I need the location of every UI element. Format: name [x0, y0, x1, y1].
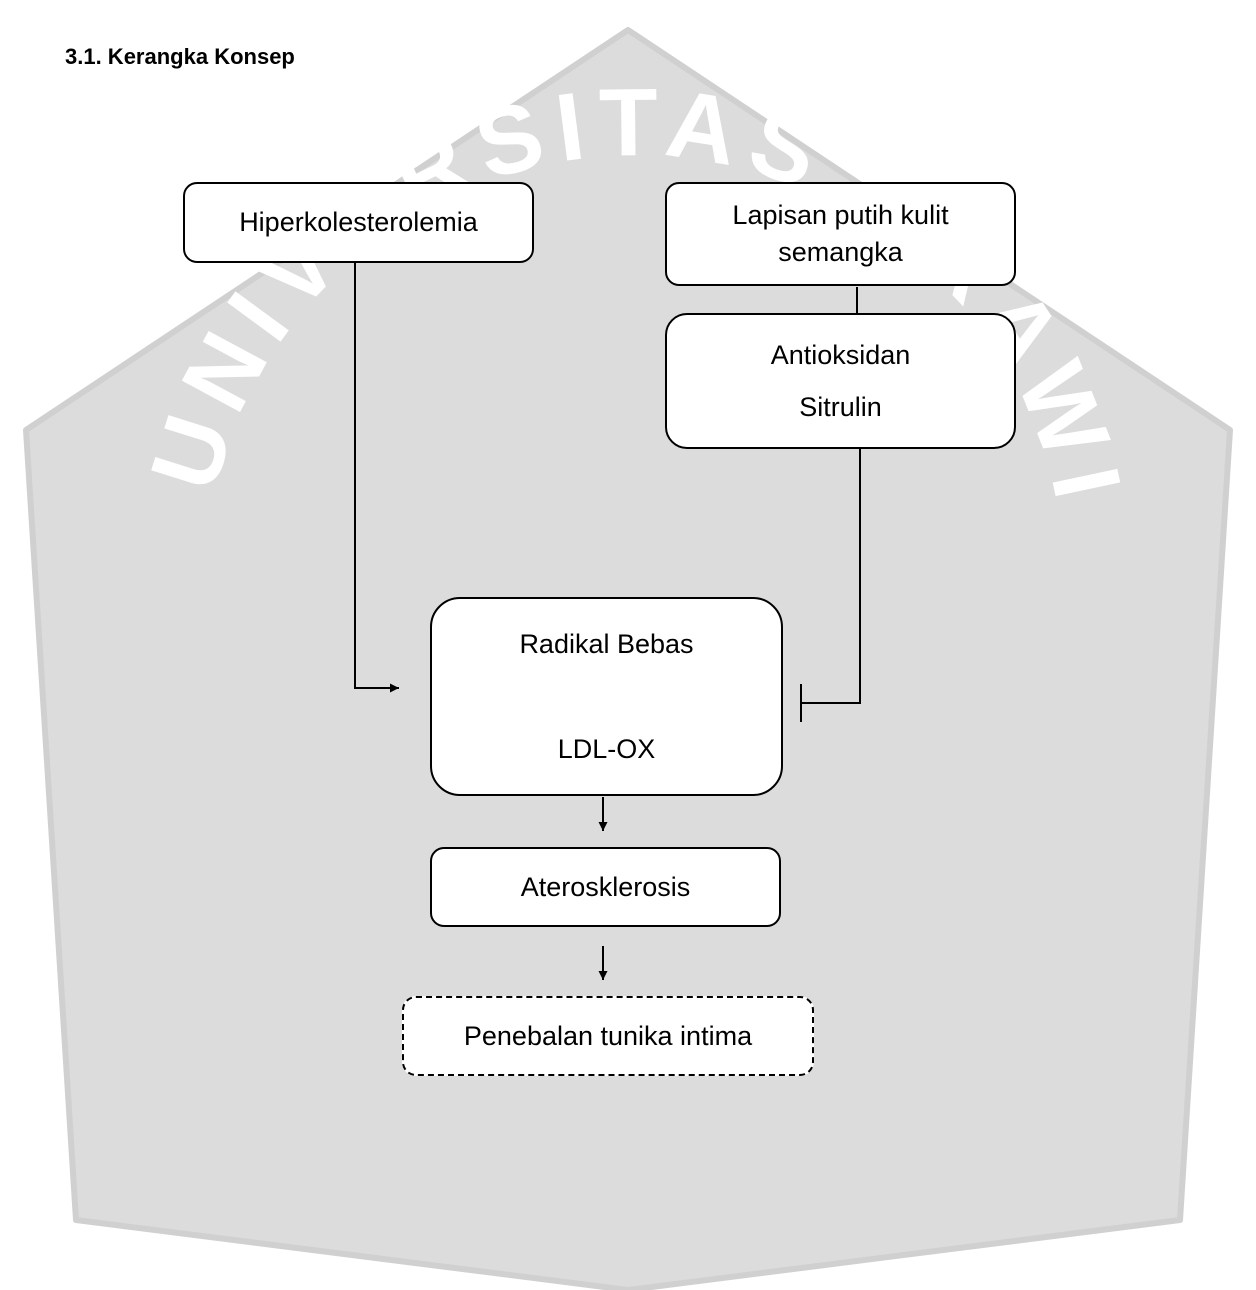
- node-label-line2: Sitrulin: [799, 392, 882, 422]
- node-aterosklerosis: Aterosklerosis: [430, 847, 781, 927]
- connector-hiperkolesterolemia-to-radikal: [354, 263, 399, 693]
- node-label-line1: Antioksidan: [770, 340, 911, 370]
- connector-antioksidan-inhibits-radikal: [801, 449, 861, 704]
- node-label-radikal-bebas: Radikal Bebas: [519, 629, 694, 659]
- node-antioksidan-sitrulin: Antioksidan Sitrulin: [665, 313, 1016, 449]
- node-hiperkolesterolemia: Hiperkolesterolemia: [183, 182, 534, 263]
- node-label: Penebalan tunika intima: [463, 1020, 753, 1051]
- node-label: Aterosklerosis: [520, 871, 691, 902]
- section-heading: 3.1. Kerangka Konsep: [65, 44, 295, 69]
- node-lapisan-putih-kulit-semangka: Lapisan putih kulit semangka: [665, 182, 1016, 286]
- node-label-ldl-ox: LDL-OX: [557, 734, 656, 764]
- node-label: Hiperkolesterolemia: [239, 207, 478, 237]
- node-penebalan-tunika-intima: Penebalan tunika intima: [402, 996, 814, 1076]
- node-label-line1: Lapisan putih kulit: [732, 200, 949, 230]
- node-radikal-bebas-ldl-ox: Radikal Bebas LDL-OX: [430, 597, 783, 796]
- node-label-line2: semangka: [778, 237, 903, 267]
